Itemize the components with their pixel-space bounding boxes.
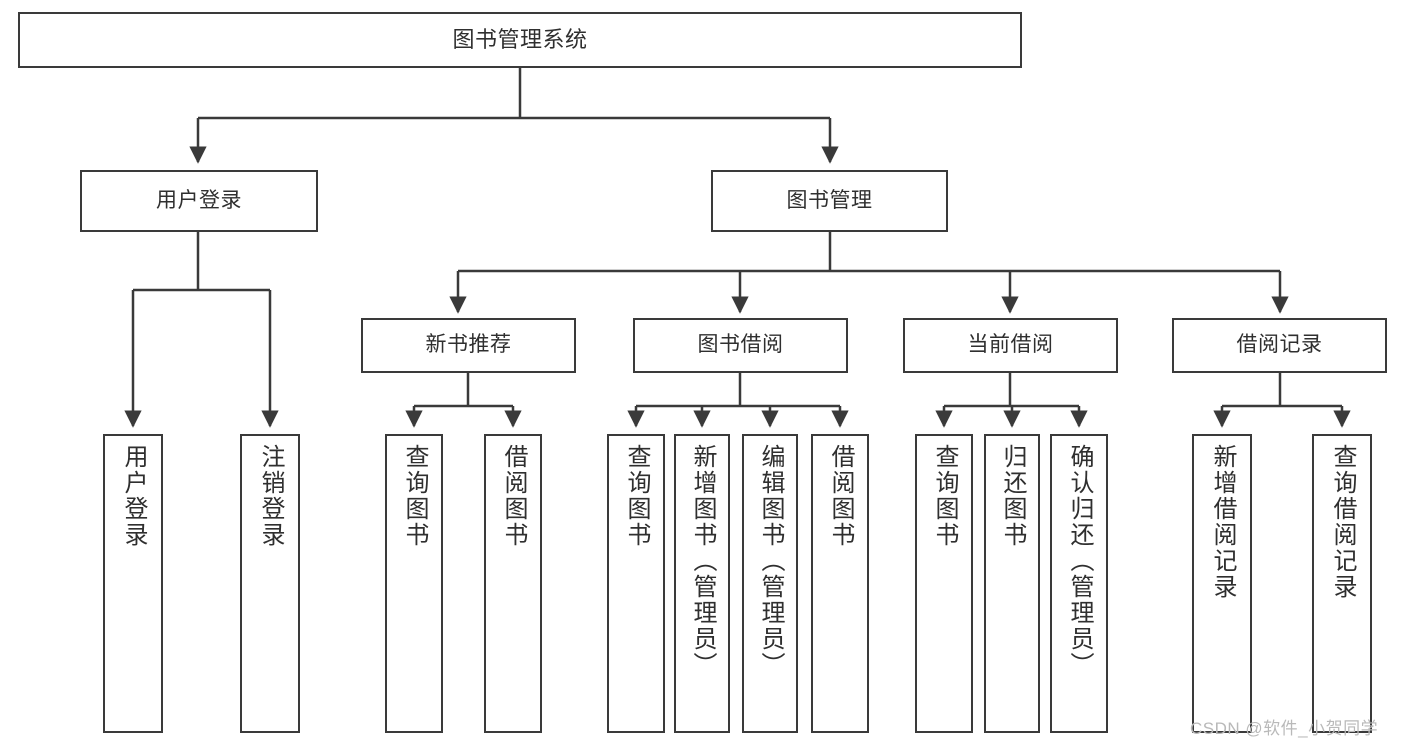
node-label: 借阅图书 (827, 444, 854, 548)
node-user-login[interactable]: 用户登录 (80, 170, 318, 232)
leaf-borrow-borrow-book[interactable]: 借阅图书 (811, 434, 869, 733)
node-root-system[interactable]: 图书管理系统 (18, 12, 1022, 68)
csdn-watermark: CSDN @软件_小贺同学 (1190, 719, 1379, 738)
node-label: 图书管理 (786, 188, 873, 212)
node-label: 用户登录 (156, 188, 242, 212)
leaf-current-return-book[interactable]: 归还图书 (984, 434, 1040, 733)
node-label: 新增借阅记录 (1209, 444, 1236, 600)
leaf-user-login-signout[interactable]: 注销登录 (240, 434, 300, 733)
node-label: 编辑图书（管理员） (757, 444, 784, 678)
node-book-borrow[interactable]: 图书借阅 (633, 318, 848, 373)
node-borrow-record[interactable]: 借阅记录 (1172, 318, 1387, 373)
node-book-management[interactable]: 图书管理 (711, 170, 948, 232)
node-label: 图书借阅 (697, 333, 784, 357)
leaf-recommend-query-book[interactable]: 查询图书 (385, 434, 443, 733)
node-label: 用户登录 (120, 444, 147, 548)
node-label: 借阅图书 (500, 444, 527, 548)
node-label: 当前借阅 (967, 333, 1054, 357)
node-label: 借阅记录 (1236, 333, 1323, 357)
node-label: 确认归还（管理员） (1066, 444, 1093, 678)
leaf-borrow-add-book-admin[interactable]: 新增图书（管理员） (674, 434, 730, 733)
node-new-book-recommend[interactable]: 新书推荐 (361, 318, 576, 373)
leaf-borrow-query-book[interactable]: 查询图书 (607, 434, 665, 733)
leaf-record-add-record[interactable]: 新增借阅记录 (1192, 434, 1252, 733)
node-label: 新增图书（管理员） (689, 444, 716, 678)
node-label: 新书推荐 (425, 333, 512, 357)
leaf-record-query-record[interactable]: 查询借阅记录 (1312, 434, 1372, 733)
node-current-borrow[interactable]: 当前借阅 (903, 318, 1118, 373)
node-label: 查询借阅记录 (1329, 444, 1356, 600)
node-label: 查询图书 (401, 444, 428, 548)
leaf-user-login-signin[interactable]: 用户登录 (103, 434, 163, 733)
node-label: 图书管理系统 (452, 27, 588, 53)
node-label: 归还图书 (999, 444, 1026, 548)
leaf-recommend-borrow-book[interactable]: 借阅图书 (484, 434, 542, 733)
node-label: 查询图书 (623, 444, 650, 548)
leaf-current-query-book[interactable]: 查询图书 (915, 434, 973, 733)
leaf-current-confirm-return-admin[interactable]: 确认归还（管理员） (1050, 434, 1108, 733)
node-label: 查询图书 (931, 444, 958, 548)
leaf-borrow-edit-book-admin[interactable]: 编辑图书（管理员） (742, 434, 798, 733)
node-label: 注销登录 (257, 444, 284, 548)
